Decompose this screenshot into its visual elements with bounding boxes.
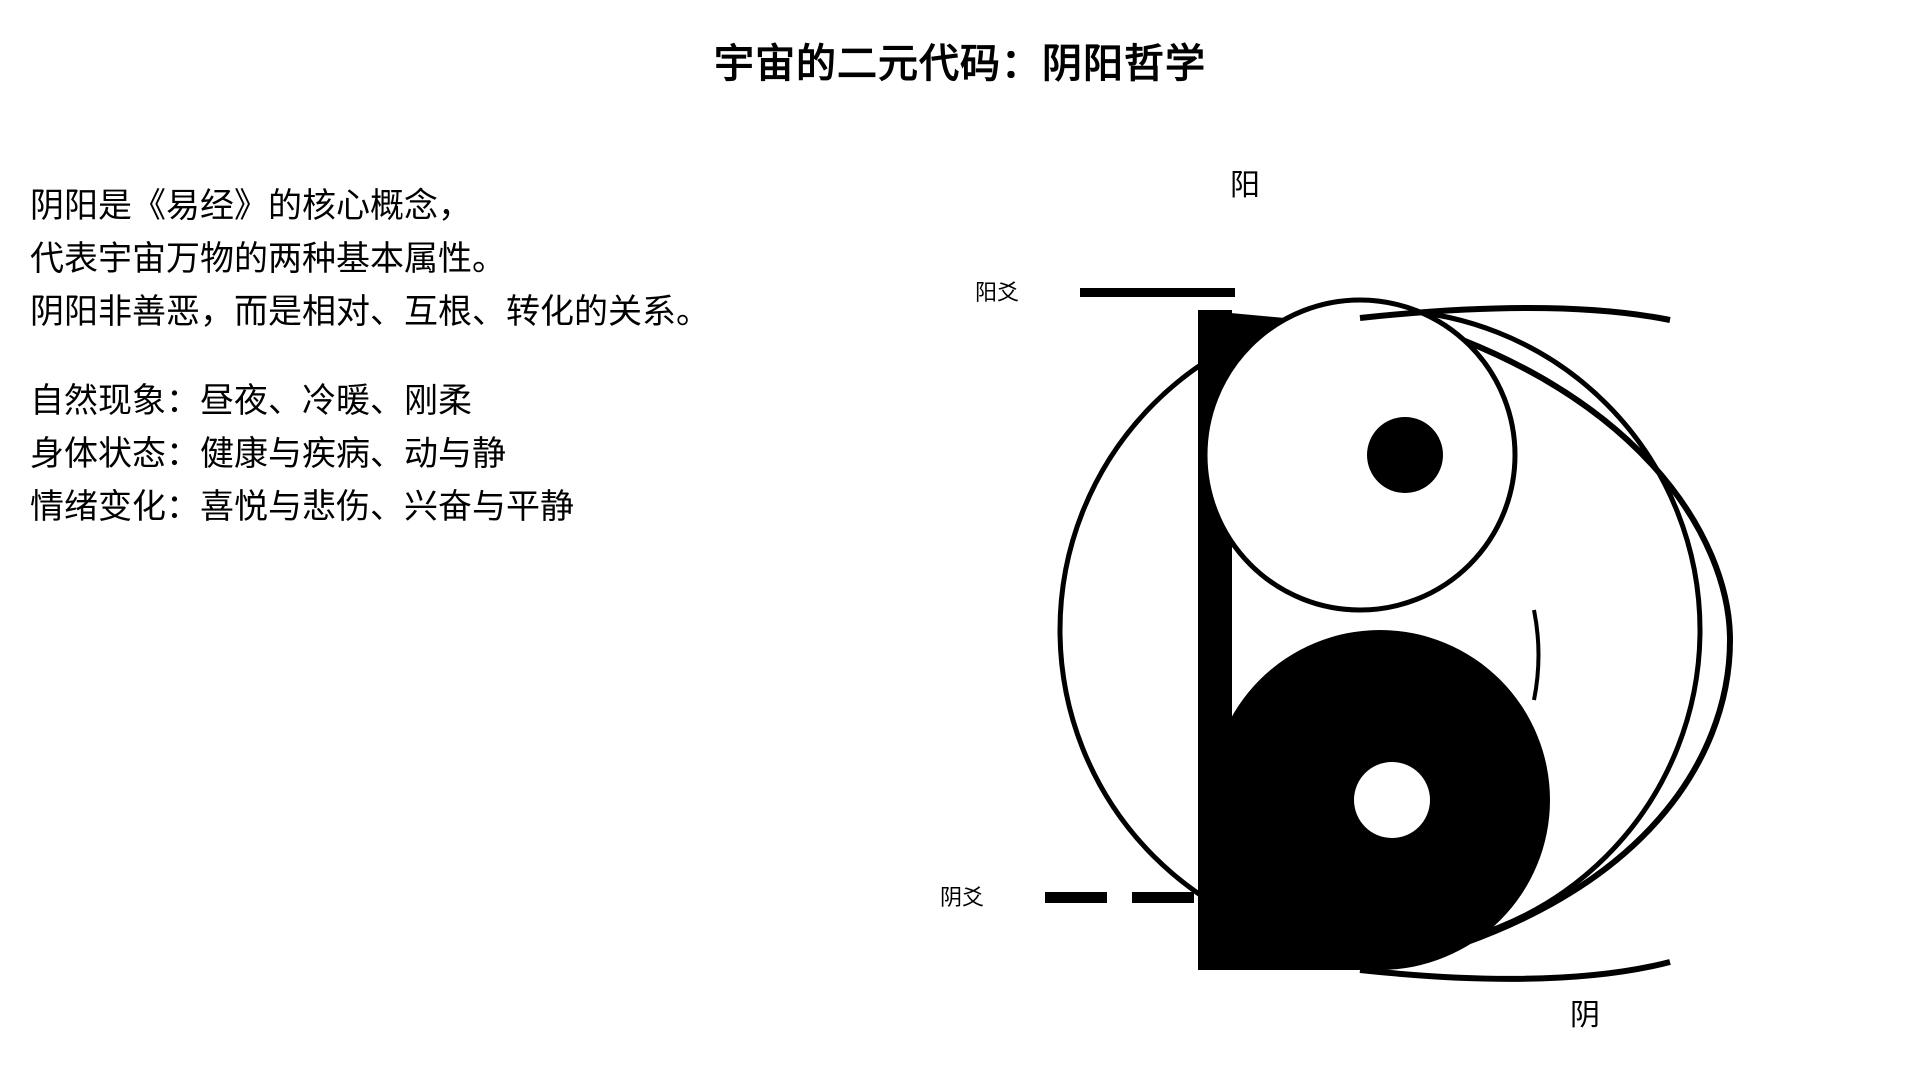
diagram-label-yin-yao: 阴爻: [940, 885, 985, 910]
top-sweep-arc: [1359, 305, 1671, 323]
text-line: 情绪变化：喜悦与悲伤、兴奋与平静: [30, 488, 574, 526]
inner-tick-mark: [1532, 609, 1541, 701]
yang-lobe-eye-dot: [1367, 417, 1443, 493]
text-line: 阴阳非善恶，而是相对、互根、转化的关系。: [30, 293, 710, 331]
diagram-label-yang: 阳: [1230, 169, 1260, 202]
right-outer-arc: [1369, 307, 1734, 973]
text-line: 代表宇宙万物的两种基本属性。: [30, 240, 506, 278]
yin-yao-broken-line-right: [1132, 892, 1194, 903]
yang-yao-solid-line: [1080, 288, 1235, 297]
diagram-label-yin: 阴: [1570, 999, 1600, 1032]
paragraph-examples: 自然现象：昼夜、冷暖、刚柔 身体状态：健康与疾病、动与静 情绪变化：喜悦与悲伤、…: [30, 375, 850, 534]
yin-lobe-eye-dot: [1354, 762, 1430, 838]
page-title: 宇宙的二元代码：阴阳哲学: [714, 42, 1206, 86]
text-line: 身体状态：健康与疾病、动与静: [30, 435, 506, 473]
description-text-column: 阴阳是《易经》的核心概念， 代表宇宙万物的两种基本属性。 阴阳非善恶，而是相对、…: [30, 180, 850, 534]
yin-lobe-connector: [1232, 780, 1380, 970]
text-line: 阴阳是《易经》的核心概念，: [30, 187, 472, 225]
paragraph-intro: 阴阳是《易经》的核心概念， 代表宇宙万物的两种基本属性。 阴阳非善恶，而是相对、…: [30, 180, 850, 339]
yang-lobe: [1202, 297, 1518, 613]
text-line: 自然现象：昼夜、冷暖、刚柔: [30, 382, 472, 420]
yin-yao-broken-line-left: [1045, 892, 1107, 903]
yin-yang-diagram: 阳 阴 阳爻 阴爻: [940, 140, 1900, 1060]
bottom-sweep-arc: [1359, 959, 1671, 982]
diagram-label-yang-yao: 阳爻: [975, 280, 1020, 305]
taiji-symbol-svg: [1045, 288, 1734, 982]
